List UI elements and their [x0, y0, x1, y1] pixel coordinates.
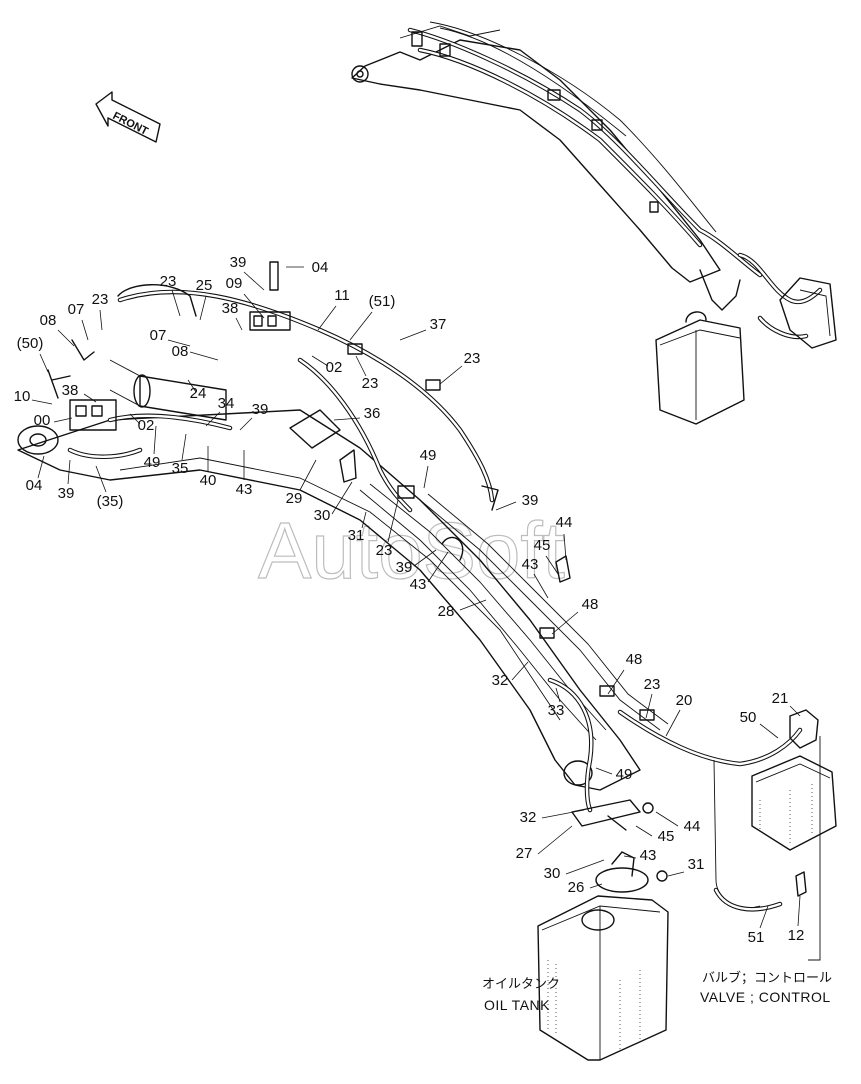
- callout: 12: [788, 927, 805, 944]
- callout: 49: [420, 447, 437, 464]
- callout: 04: [26, 477, 43, 494]
- callout: 39: [58, 485, 75, 502]
- front-arrow-icon: FRONT: [95, 91, 161, 143]
- callout: 36: [364, 405, 381, 422]
- callout: 43: [236, 481, 253, 498]
- oil-tank: [537, 799, 669, 1061]
- callout: 38: [62, 382, 79, 399]
- callout: 09: [226, 275, 243, 292]
- callout: (51): [369, 293, 396, 310]
- valve-caption: バルブ；コントロール VALVE ; CONTROL: [700, 970, 832, 1005]
- callout: 23: [644, 676, 661, 693]
- callout: 31: [688, 856, 705, 873]
- callout: 08: [40, 312, 57, 329]
- part-callouts: 04 39 09 23 25 38 11 (51) 08 07 23 07 37…: [14, 254, 805, 946]
- callout: 49: [616, 766, 633, 783]
- callout: 39: [522, 492, 539, 509]
- callout: 48: [626, 651, 643, 668]
- callout: 43: [522, 556, 539, 573]
- callout: 31: [348, 527, 365, 544]
- callout: 51: [748, 929, 765, 946]
- callout: 23: [160, 273, 177, 290]
- callout: 33: [548, 702, 565, 719]
- upper-arm-assembly: [351, 21, 837, 425]
- callout: 50: [740, 709, 757, 726]
- callout: 49: [144, 454, 161, 471]
- oil-tank-label-en: OIL TANK: [484, 997, 550, 1013]
- callout: 45: [658, 828, 675, 845]
- oil-tank-label-jp: オイルタンク: [482, 977, 560, 992]
- callout: 20: [676, 692, 693, 709]
- callout: (35): [97, 493, 124, 510]
- control-valve: [751, 709, 837, 961]
- callout: 35: [172, 460, 189, 477]
- callout: 29: [286, 490, 303, 507]
- callout: 48: [582, 596, 599, 613]
- callout: 44: [556, 514, 573, 531]
- callout: 39: [230, 254, 247, 271]
- callout: 23: [362, 375, 379, 392]
- callout: 32: [492, 672, 509, 689]
- callout: 39: [396, 559, 413, 576]
- callout: 30: [314, 507, 331, 524]
- valve-label-en: VALVE ; CONTROL: [700, 989, 831, 1005]
- callout: 07: [68, 301, 85, 318]
- callout: 32: [520, 809, 537, 826]
- callout: 30: [544, 865, 561, 882]
- callout: 23: [376, 542, 393, 559]
- front-label: FRONT: [111, 110, 150, 138]
- callout: 10: [14, 388, 31, 405]
- callout: 26: [568, 879, 585, 896]
- callout: 39: [252, 401, 269, 418]
- main-boom-assembly: [17, 261, 803, 912]
- callout: 44: [684, 818, 701, 835]
- callout: 40: [200, 472, 217, 489]
- callout: 07: [150, 327, 167, 344]
- callout: 43: [640, 847, 657, 864]
- callout: 02: [138, 417, 155, 434]
- watermark: AutoSoft: [258, 506, 565, 595]
- callout: 04: [312, 259, 329, 276]
- callout: 21: [772, 690, 789, 707]
- callout: 38: [222, 300, 239, 317]
- callout: 00: [34, 412, 51, 429]
- callout: 02: [326, 359, 343, 376]
- callout: 28: [438, 603, 455, 620]
- callout: (50): [17, 335, 44, 352]
- callout: 27: [516, 845, 533, 862]
- callout: 08: [172, 343, 189, 360]
- callout: 23: [92, 291, 109, 308]
- callout: 43: [410, 576, 427, 593]
- callout: 34: [218, 395, 235, 412]
- callout: 23: [464, 350, 481, 367]
- callout: 25: [196, 277, 213, 294]
- callout: 24: [190, 385, 207, 402]
- oil-tank-caption: オイルタンク OIL TANK: [482, 977, 560, 1013]
- callout: 37: [430, 316, 447, 333]
- callout: 11: [334, 287, 350, 304]
- valve-label-jp: バルブ；コントロール: [702, 970, 832, 986]
- callout: 45: [534, 537, 551, 554]
